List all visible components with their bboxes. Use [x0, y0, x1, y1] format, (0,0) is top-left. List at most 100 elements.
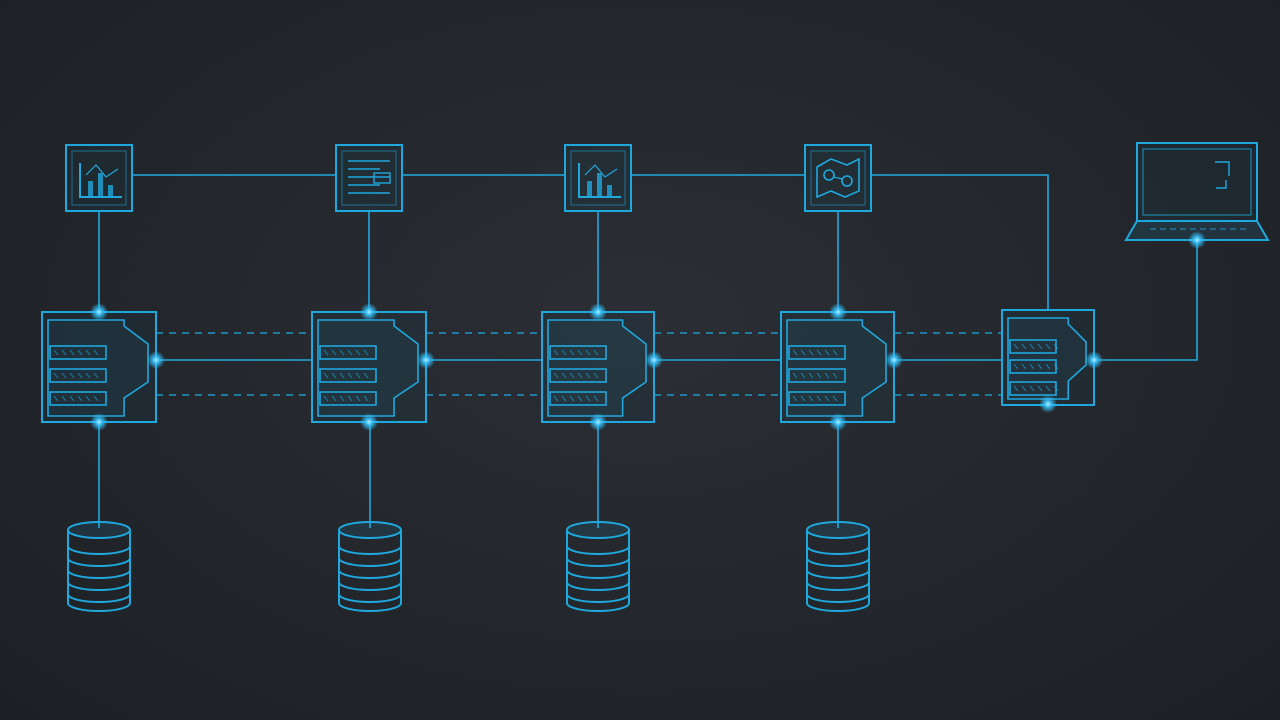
database-icon[interactable]	[566, 521, 630, 612]
drive-detail	[553, 395, 559, 402]
database-ring	[806, 557, 870, 567]
database-ring	[67, 557, 131, 567]
server-chassis	[1007, 317, 1087, 400]
drive-detail	[1045, 385, 1051, 392]
database-icon[interactable]	[806, 521, 870, 612]
drive-detail	[347, 349, 353, 356]
chart-line	[584, 164, 618, 178]
chart-icon[interactable]	[564, 144, 632, 212]
drive-detail	[593, 349, 599, 356]
database-nodes	[67, 521, 870, 612]
drive-detail	[816, 349, 822, 356]
drive-detail	[792, 372, 798, 379]
glow-point	[1085, 351, 1103, 369]
glow-point	[90, 413, 108, 431]
drive-slot	[49, 368, 107, 383]
icon-inner-frame	[341, 150, 397, 206]
map-node	[841, 175, 853, 187]
drive-slot	[319, 391, 377, 406]
drive-detail	[93, 372, 99, 379]
database-ring	[566, 569, 630, 579]
drive-detail	[69, 395, 75, 402]
connection-lines	[98, 174, 1198, 528]
drive-detail	[1053, 385, 1059, 392]
database-ring	[338, 557, 402, 567]
database-ring	[566, 602, 630, 612]
drive-detail	[363, 372, 369, 379]
drive-detail	[577, 372, 583, 379]
drive-detail	[1013, 343, 1019, 350]
drive-detail	[355, 372, 361, 379]
drive-slot	[788, 391, 846, 406]
drive-detail	[1037, 343, 1043, 350]
drive-detail	[1013, 363, 1019, 370]
drive-slot	[49, 345, 107, 360]
icon-frame	[335, 144, 403, 212]
drive-detail	[569, 372, 575, 379]
database-top	[566, 521, 630, 539]
server-to-laptop-link	[1094, 240, 1198, 361]
glow-point	[829, 303, 847, 321]
document-block	[373, 172, 391, 184]
drive-detail	[323, 395, 329, 402]
drive-detail	[1021, 385, 1027, 392]
top-row-icons	[65, 144, 872, 212]
drive-detail	[323, 372, 329, 379]
screen-detail	[1215, 161, 1230, 176]
database-ring	[67, 581, 131, 591]
glow-point	[147, 351, 165, 369]
drive-detail	[355, 349, 361, 356]
database-ring	[566, 581, 630, 591]
drive-detail	[77, 395, 83, 402]
chart-icon[interactable]	[65, 144, 133, 212]
drive-detail	[808, 372, 814, 379]
document-icon[interactable]	[335, 144, 403, 212]
drive-detail	[561, 372, 567, 379]
map-outline	[816, 157, 860, 199]
drive-slot	[549, 345, 607, 360]
drive-detail	[1029, 363, 1035, 370]
drive-detail	[1029, 385, 1035, 392]
drive-detail	[1021, 343, 1027, 350]
drive-detail	[93, 395, 99, 402]
glow-point	[1188, 231, 1206, 249]
network-map-icon[interactable]	[804, 144, 872, 212]
server-node[interactable]	[541, 311, 655, 423]
chart-line	[85, 164, 119, 178]
drive-detail	[61, 349, 67, 356]
drive-detail	[585, 395, 591, 402]
drive-detail	[339, 349, 345, 356]
server-node[interactable]	[311, 311, 427, 423]
drive-detail	[53, 349, 59, 356]
drive-detail	[69, 349, 75, 356]
drive-detail	[93, 349, 99, 356]
server-node[interactable]	[41, 311, 157, 423]
glow-point	[645, 351, 663, 369]
server-node[interactable]	[1001, 309, 1095, 406]
drive-detail	[816, 372, 822, 379]
drive-detail	[824, 349, 830, 356]
glow-point	[90, 303, 108, 321]
drive-detail	[1045, 363, 1051, 370]
drive-slot	[49, 391, 107, 406]
drive-detail	[561, 395, 567, 402]
icon-inner-frame	[570, 150, 626, 206]
laptop-icon[interactable]	[1124, 142, 1270, 241]
drive-slot	[788, 368, 846, 383]
drive-detail	[832, 372, 838, 379]
drive-detail	[53, 395, 59, 402]
drive-detail	[77, 372, 83, 379]
drive-slot	[549, 368, 607, 383]
server-node[interactable]	[780, 311, 895, 423]
drive-detail	[363, 395, 369, 402]
database-ring	[806, 569, 870, 579]
drive-detail	[1037, 385, 1043, 392]
database-icon[interactable]	[338, 521, 402, 612]
glow-point	[360, 303, 378, 321]
database-ring	[67, 545, 131, 555]
laptop-screen-inner	[1142, 148, 1252, 216]
drive-detail	[85, 349, 91, 356]
drive-detail	[561, 349, 567, 356]
server-nodes	[41, 309, 1095, 423]
database-icon[interactable]	[67, 521, 131, 612]
